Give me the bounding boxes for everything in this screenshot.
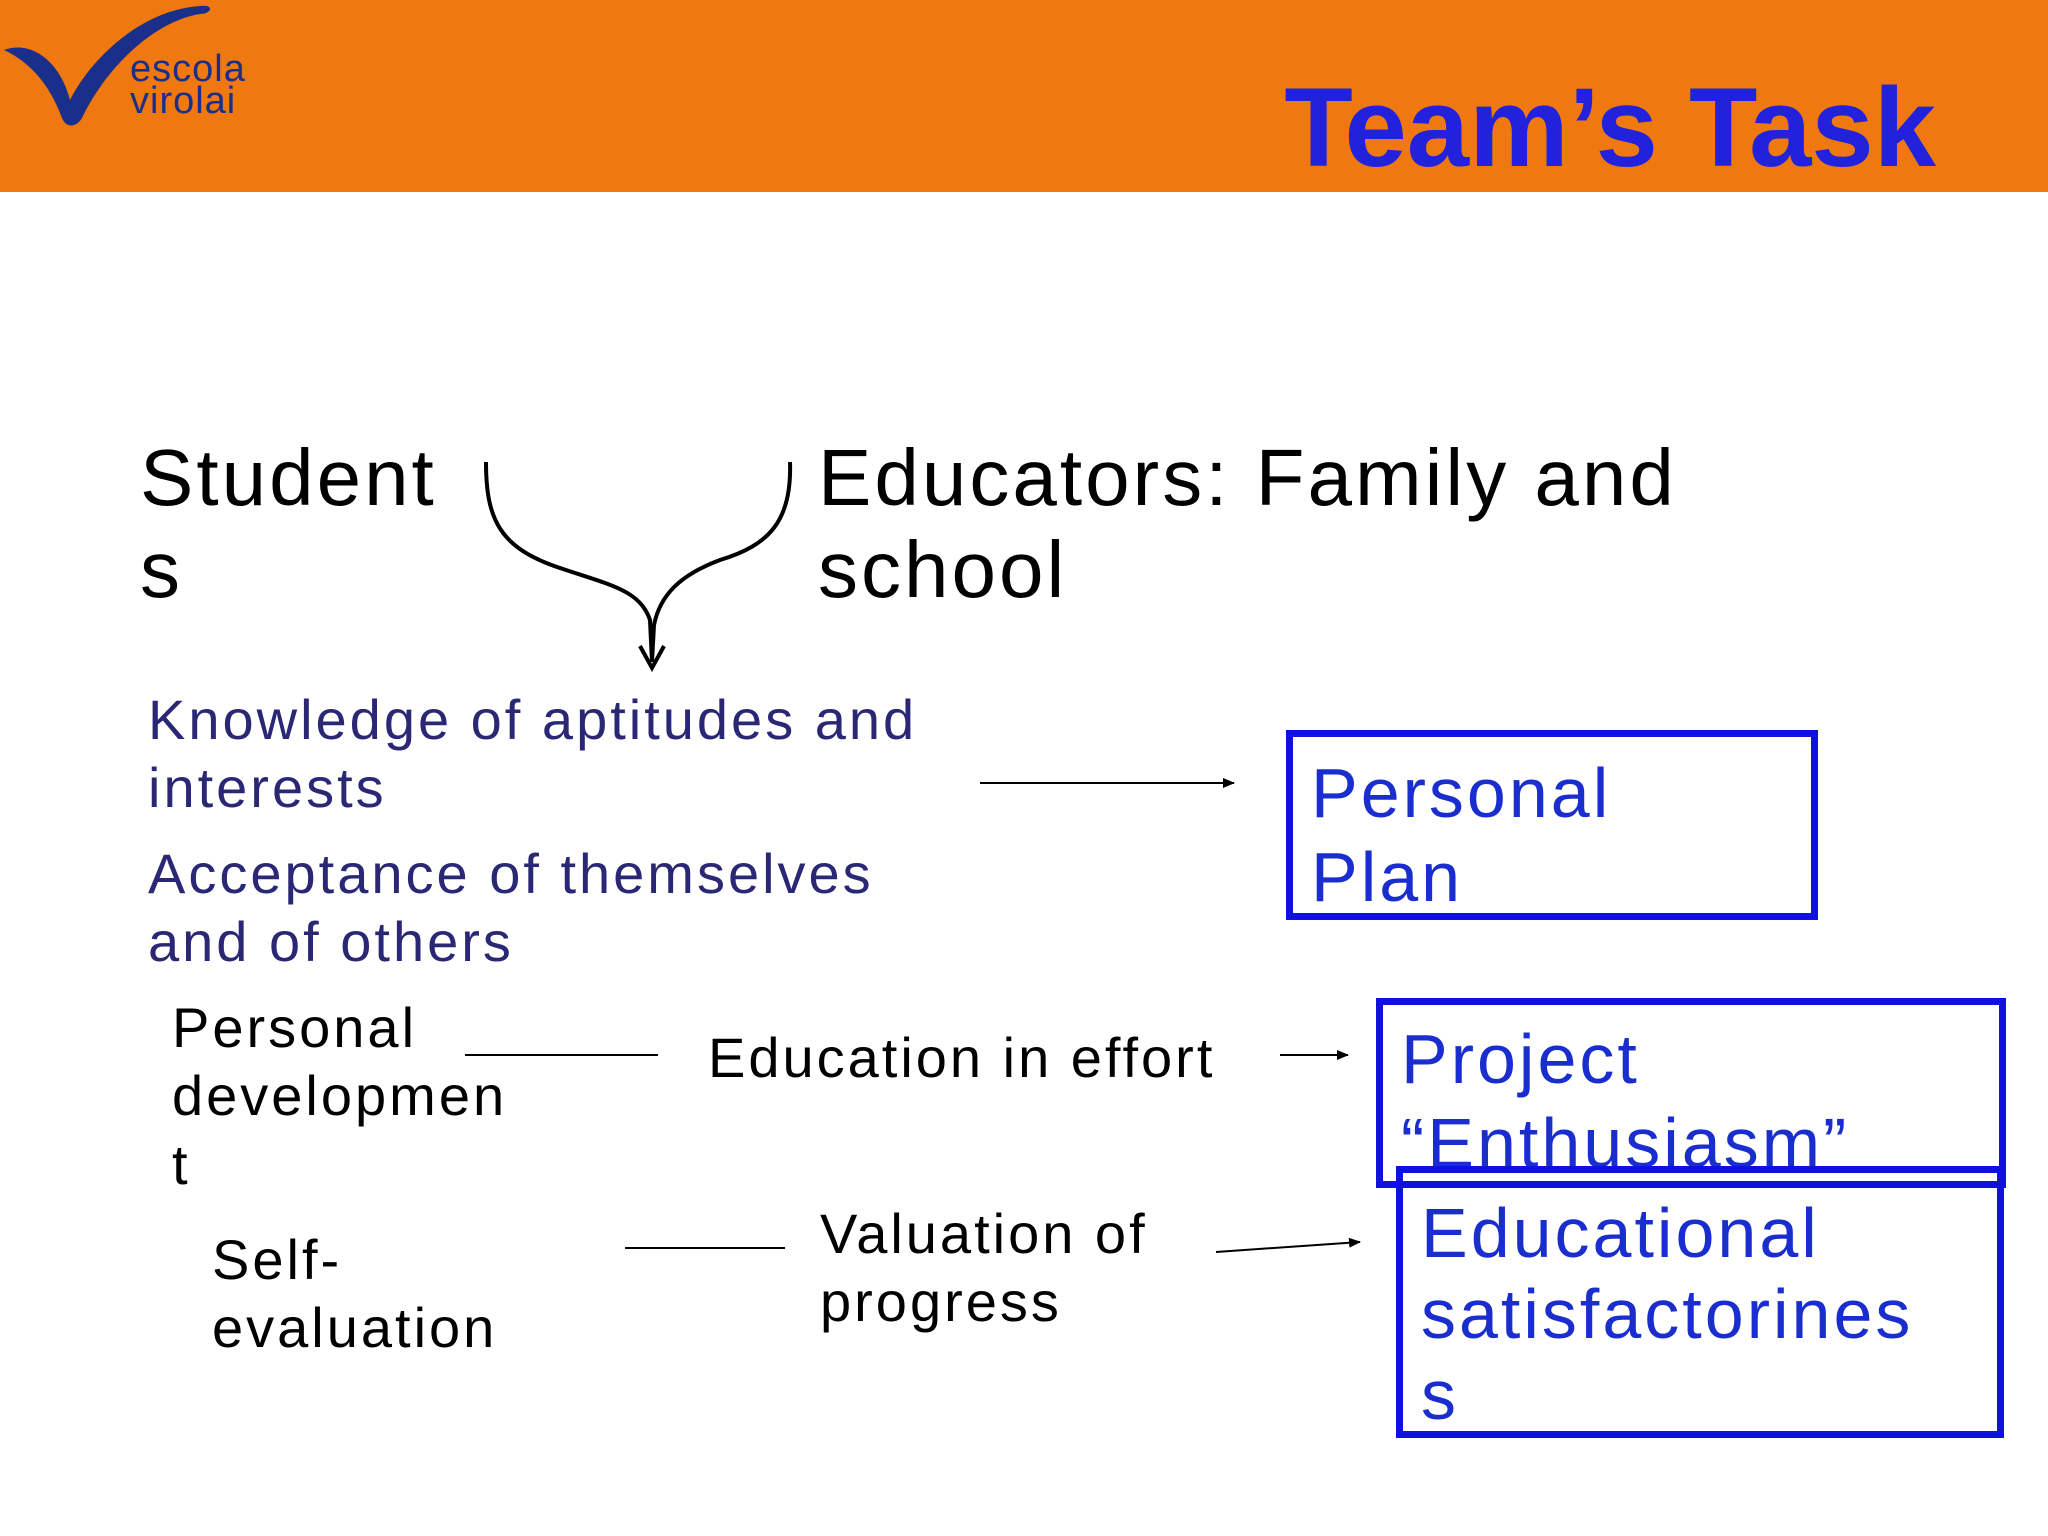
header-bar bbox=[0, 0, 2048, 192]
merge-arrowhead bbox=[638, 645, 666, 673]
merge-curve-left bbox=[484, 461, 654, 663]
label-self-evaluation: Self- evaluation bbox=[212, 1228, 498, 1360]
box-project-text: Project “Enthusiasm” bbox=[1401, 1020, 1850, 1182]
merge-curve-right bbox=[650, 461, 793, 663]
box-personal-plan-text: Personal Plan bbox=[1311, 754, 1612, 916]
label-acceptance: Acceptance of themselves and of others bbox=[148, 842, 874, 974]
box-educational-satisfactoriness: Educational satisfactorines s bbox=[1396, 1166, 2004, 1438]
label-students: Student s bbox=[140, 433, 437, 614]
box-personal-plan: Personal Plan bbox=[1286, 730, 1818, 920]
box-educational-text: Educational satisfactorines s bbox=[1421, 1194, 1914, 1435]
logo-text-virolai: virolai bbox=[130, 80, 237, 122]
logo-text-escola: escola bbox=[130, 48, 246, 90]
label-knowledge: Knowledge of aptitudes and interests bbox=[148, 688, 918, 820]
escola-virolai-logo bbox=[4, 5, 211, 126]
label-education-in-effort: Education in effort bbox=[708, 1026, 1216, 1089]
arrow-valuation-to-educational bbox=[1215, 1237, 1361, 1253]
box-project-enthusiasm: Project “Enthusiasm” bbox=[1376, 998, 2006, 1188]
label-educators: Educators: Family and school bbox=[818, 433, 1677, 614]
label-valuation-of-progress: Valuation of progress bbox=[820, 1202, 1148, 1334]
label-personal-development: Personal developmen t bbox=[172, 996, 508, 1196]
page-title: Team’s Task bbox=[1284, 65, 1936, 190]
